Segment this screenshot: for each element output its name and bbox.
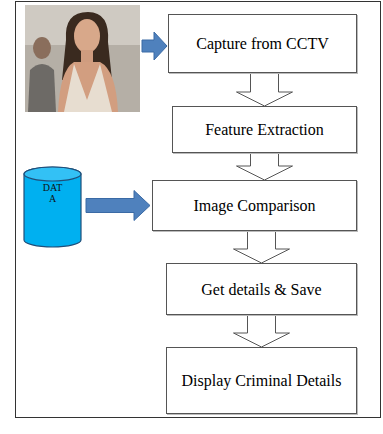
node-label: Display Criminal Details [182,371,342,390]
node-label: Get details & Save [201,280,321,299]
flow-arrow [234,315,290,347]
database-cylinder: DAT A [23,166,82,248]
cylinder-body [24,167,81,247]
cylinder-outline [23,166,82,248]
figure-face [74,19,100,53]
figure-shoulders [58,62,118,112]
background-person-body [28,64,56,112]
flow-arrow [237,73,293,106]
process-box: Image Comparison [152,180,357,231]
cylinder-top [24,167,81,181]
flow-arrow [234,231,290,263]
node-label: Image Comparison [193,196,315,215]
node-label: Capture from CCTV [196,34,328,53]
process-box: Get details & Save [166,263,357,315]
figure-neck [81,50,93,64]
frame-border [16,2,381,418]
process-box: Capture from CCTV [168,14,357,73]
figure-dress [64,64,112,112]
data-arrow [86,191,150,221]
input-arrow [142,32,167,60]
node-label: Feature Extraction [205,120,324,139]
photo-background [25,5,140,112]
node-label: DAT A [43,182,62,204]
background-person-head [33,37,51,59]
process-box: Display Criminal Details [166,347,357,414]
flow-arrow [237,153,293,180]
process-box: Feature Extraction [172,106,357,153]
